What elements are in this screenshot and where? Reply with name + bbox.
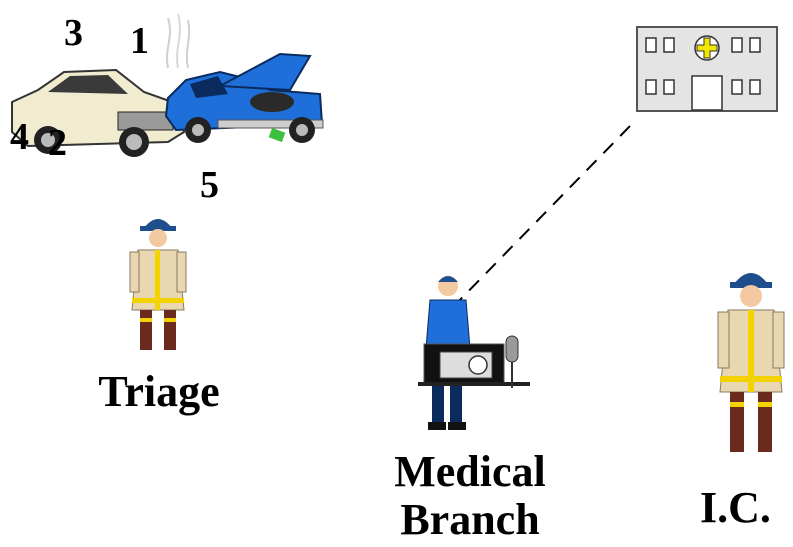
hospital-icon [636, 26, 778, 112]
victim-number-1: 1 [130, 20, 149, 62]
medic-radio-icon [418, 276, 530, 430]
triage-label: Triage [98, 367, 220, 416]
ic-firefighter-icon [717, 273, 785, 452]
medical-label-line2: Branch [400, 495, 540, 545]
triage-firefighter-icon [129, 219, 187, 350]
crash-scene: 3 1 4 2 5 [0, 0, 330, 204]
victim-number-3: 3 [64, 12, 83, 54]
victim-number-4: 4 [10, 116, 29, 158]
victim-number-5: 5 [200, 164, 219, 206]
ic-label: I.C. [700, 483, 771, 532]
medical-label-line1: Medical [394, 447, 546, 496]
victim-number-2: 2 [48, 122, 67, 164]
medical-branch-label: Medical Branch [370, 447, 570, 545]
blue-car-icon [164, 52, 324, 143]
cream-car-icon [11, 68, 186, 157]
smoke-icon [166, 13, 191, 69]
